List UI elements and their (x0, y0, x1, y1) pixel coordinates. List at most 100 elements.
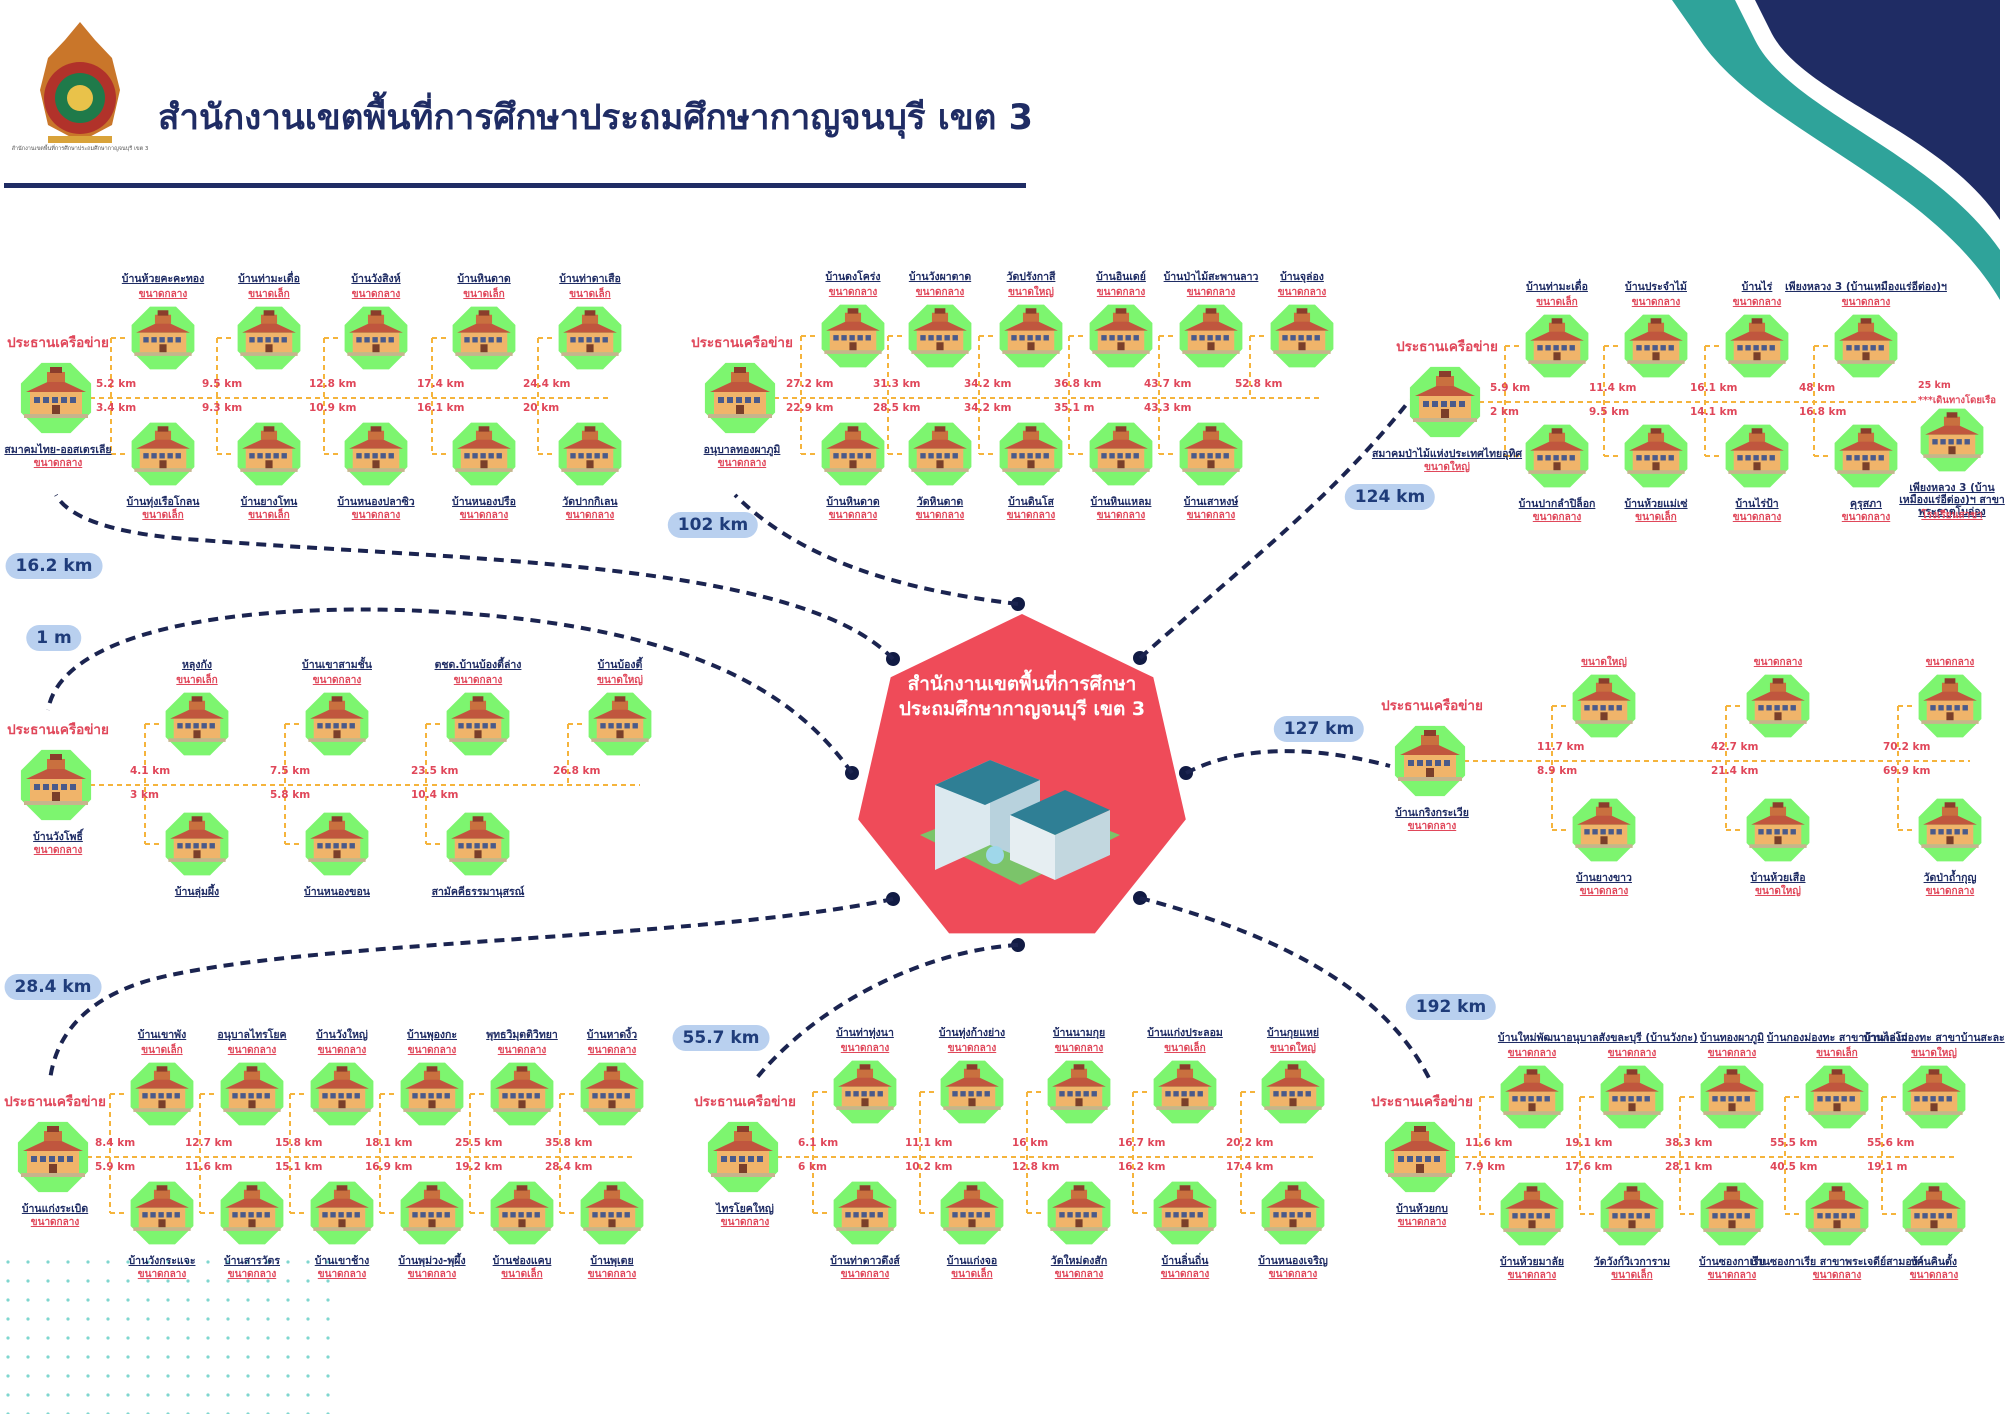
school-node (1500, 1182, 1564, 1246)
distance-label: 5.9 km (1490, 382, 1531, 394)
school-building-icon (1703, 1186, 1761, 1232)
school-node (1179, 422, 1243, 486)
school-name: บ้านทุ่งก้างย่าง (938, 1027, 1006, 1039)
distance-label: 25 km (1918, 380, 1951, 391)
distance-label: 16.1 km (1690, 382, 1738, 394)
school-name: บ้านป่าไม้สะพานลาว (1163, 271, 1259, 283)
school-name: วัดป่าถ้ำกุญ (1923, 872, 1977, 884)
school-node (1384, 1121, 1456, 1193)
school-node (1725, 314, 1789, 378)
distance-label: 35.1 m (1054, 402, 1095, 414)
school-name: บ้านหนองปลาซิว (337, 496, 415, 508)
school-name: บ้านห้วยเสือ (1750, 872, 1806, 884)
head-school-name: สมาคมป่าไม้แห่งประเทศไทยอุทิศ (1371, 448, 1523, 460)
school-size: ขนาดกลาง (312, 675, 362, 686)
school-size: ขนาดกลาง (828, 287, 878, 298)
school-node (237, 422, 301, 486)
school-node (20, 749, 92, 821)
school-node (220, 1062, 284, 1126)
school-node (400, 1181, 464, 1245)
network-chair-label: ประธานเครือข่าย (694, 1094, 796, 1110)
route-distance-tag: 16.2 km (5, 553, 103, 579)
school-node (1624, 424, 1688, 488)
school-name: บ้านห้วยคะคะทอง (121, 273, 205, 285)
distance-label: 16.8 km (1799, 406, 1847, 418)
school-size: ขนาดกลาง (1753, 657, 1803, 668)
school-building-icon (583, 1066, 641, 1112)
school-building-icon (133, 1066, 191, 1112)
school-building-icon (1156, 1185, 1214, 1231)
school-node (1920, 408, 1984, 472)
school-building-icon (347, 310, 405, 356)
school-node (400, 1062, 464, 1126)
school-name: เพียงหลวง 3 (บ้านเหมืองแร่อีต่อง)ฯ (1785, 281, 1947, 293)
dot-pattern (6, 1260, 330, 1414)
school-building-icon (911, 308, 969, 354)
school-name: บ้านหาดงิ้ว (586, 1029, 638, 1041)
school-size: ขนาดเล็ก (463, 289, 505, 300)
school-building-icon (1575, 678, 1633, 724)
school-node (1089, 422, 1153, 486)
school-size: ขนาดกลาง (1909, 1270, 1959, 1281)
school-size: ขนาดกลาง (587, 1269, 637, 1280)
school-size: ขนาดกลาง (1732, 512, 1782, 523)
school-building-icon (455, 310, 513, 356)
school-name: บ้านกองม่องทะ สาขาบ้านไล่โว่ (1766, 1032, 1908, 1044)
school-name: บ้านทองผาภูมิ (1700, 1032, 1764, 1044)
distance-label: 14.1 km (1690, 406, 1738, 418)
school-node (833, 1060, 897, 1124)
school-size: ขนาดกลาง (1925, 657, 1975, 668)
office-building-icon (920, 760, 1120, 885)
school-name: บ้านวังผาตาด (908, 271, 972, 283)
school-node (1261, 1181, 1325, 1245)
school-size: ขนาดกลาง (1186, 510, 1236, 521)
school-name: บ้านกองม่องทะ สาขาบ้านสะละ (1863, 1032, 2005, 1044)
school-size: ขนาดกลาง (1507, 1048, 1557, 1059)
school-size: ขนาดใหญ่ (1755, 886, 1801, 897)
school-node (1918, 674, 1982, 738)
central-office-line1: สำนักงานเขตพื้นที่การศึกษา (907, 673, 1137, 695)
school-node (1600, 1182, 1664, 1246)
school-size: ขนาดเล็ก (248, 510, 290, 521)
distance-label: 6.1 km (798, 1137, 839, 1149)
school-node (1834, 314, 1898, 378)
school-node (821, 304, 885, 368)
school-building-icon (1503, 1186, 1561, 1232)
head-school-size: ขนาดกลาง (1407, 821, 1457, 832)
school-name: พุทธวิมุตติวิทยา (486, 1029, 558, 1041)
school-name: บ้านประจำไม้ (1625, 281, 1687, 293)
school-size: ขนาดกลาง (1841, 297, 1891, 308)
school-building-icon (240, 426, 298, 472)
school-size: ขนาดกลาง (1277, 287, 1327, 298)
school-size: ขนาดกลาง (351, 289, 401, 300)
school-building-icon (1413, 371, 1477, 422)
distance-label: 20.2 km (1226, 1137, 1274, 1149)
school-building-icon (1905, 1069, 1963, 1115)
distance-label: 21.4 km (1711, 765, 1759, 777)
route-distance-tag: 102 km (667, 512, 759, 538)
distance-label: 9.5 km (1589, 406, 1630, 418)
school-building-icon (1749, 678, 1807, 724)
distance-label: 10.9 km (309, 402, 357, 414)
distance-label: 28.5 km (873, 402, 921, 414)
school-building-icon (1921, 678, 1979, 724)
school-name: บ้านหินดาด (457, 273, 511, 285)
school-name: บ้านท่ามะเดื่อ (238, 273, 300, 285)
school-name: บ้านหนองเจริญ (1258, 1255, 1328, 1267)
school-size: ขนาดเล็ก (569, 289, 611, 300)
school-size: ขนาดเล็ก (176, 675, 218, 686)
network-chair-label: ประธานเครือข่าย (691, 335, 793, 351)
head-school-name: อนุบาลทองผาภูมิ (703, 444, 781, 456)
school-building-icon (1703, 1069, 1761, 1115)
school-name: สามัคคีธรรมานุสรณ์ (431, 886, 525, 898)
school-node (1261, 1060, 1325, 1124)
school-name: บ้านวังใหญ่ (316, 1029, 368, 1041)
school-building-icon (449, 816, 507, 862)
school-size: ขนาดเล็ก (1164, 1043, 1206, 1054)
distance-label: 42.7 km (1711, 741, 1759, 753)
school-node (1270, 304, 1334, 368)
school-node (237, 306, 301, 370)
school-name: บ้านบ้องตี้ (597, 659, 643, 671)
route-line (48, 897, 894, 1081)
